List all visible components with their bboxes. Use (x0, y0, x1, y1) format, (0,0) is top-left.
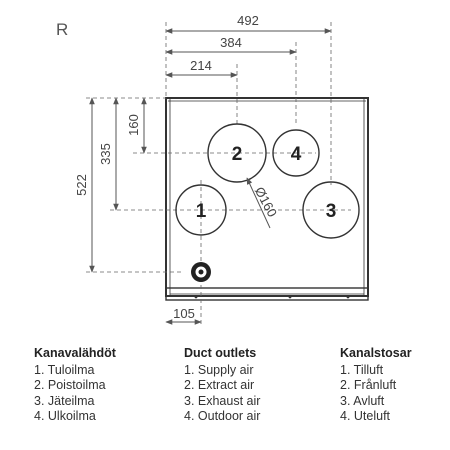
vertical-dimensions (89, 97, 147, 273)
variant-label: R (56, 20, 68, 39)
drain-fitting (191, 262, 211, 282)
dim-335: 335 (98, 143, 113, 165)
legend-item: 4. Outdoor air (184, 409, 261, 424)
outlet-3-circle (302, 181, 360, 239)
outlet-1-label: 1 (196, 201, 207, 222)
outlet-1-circle (175, 184, 227, 236)
legend-swedish: Kanalstosar 1. Tilluft 2. Frånluft 3. Av… (340, 346, 412, 425)
legend-item: 1. Supply air (184, 362, 254, 377)
base-dots (194, 295, 350, 299)
legend-item: 1. Tuloilma (34, 362, 95, 377)
dim-522: 522 (74, 174, 89, 196)
legend-heading: Duct outlets (184, 346, 257, 360)
duct-outlet-drawing: R 492 384 214 105 5 (56, 13, 369, 327)
legend-item: 1. Tilluft (340, 362, 384, 377)
legend-item: 2. Extract air (184, 378, 255, 393)
unit-body (165, 97, 369, 301)
dim-384: 384 (220, 35, 242, 50)
dim-diameter: Ø160 (252, 184, 280, 219)
diameter-leader (246, 177, 271, 229)
legend-heading: Kanalstosar (340, 346, 412, 360)
outlet-circles (175, 123, 360, 239)
outlet-3-label: 3 (326, 201, 337, 222)
legend-item: 3. Exhaust air (184, 393, 261, 408)
legend-item: 2. Poistoilma (34, 378, 106, 393)
dim-492: 492 (237, 13, 259, 28)
legend-item: 4. Ulkoilma (34, 409, 96, 424)
outlet-4-circle (272, 129, 320, 177)
legend-english: Duct outlets 1. Supply air 2. Extract ai… (184, 346, 260, 425)
legend-item: 4. Uteluft (340, 409, 391, 424)
legend-finnish: Kanavalähdöt 1. Tuloilma 2. Poistoilma 3… (34, 346, 116, 425)
outlet-2-circle (207, 123, 267, 183)
legend-item: 3. Jäteilma (34, 393, 95, 408)
outlet-4-label: 4 (291, 144, 302, 165)
outlet-2-label: 2 (232, 144, 243, 165)
legend-item: 2. Frånluft (340, 378, 397, 393)
legend-heading: Kanavalähdöt (34, 346, 116, 360)
horizontal-dimensions (165, 28, 332, 325)
dim-160: 160 (126, 114, 141, 136)
dim-214: 214 (190, 58, 212, 73)
legend-item: 3. Avluft (340, 393, 385, 408)
dim-105: 105 (173, 306, 195, 321)
